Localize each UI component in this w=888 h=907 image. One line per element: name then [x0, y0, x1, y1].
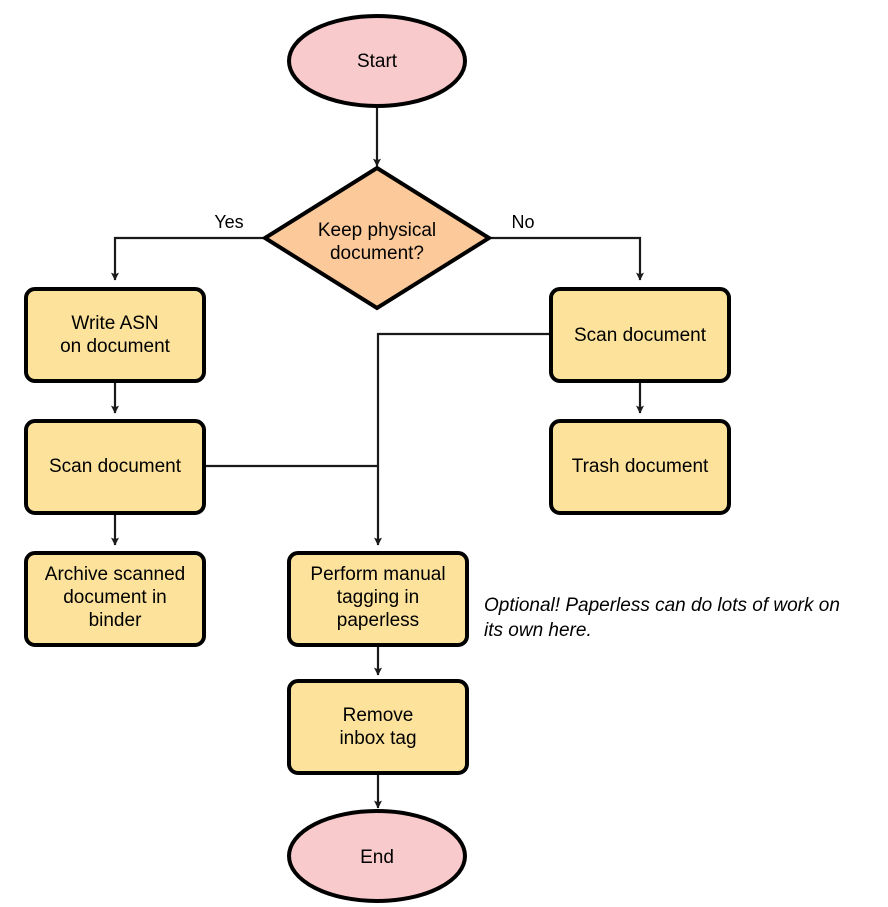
- tagging-box: [287, 551, 469, 647]
- node-scan-document-right[interactable]: Scan document: [549, 287, 731, 383]
- node-write-asn-on-document[interactable]: Write ASN on document: [24, 287, 206, 383]
- decision-label-line1: Keep physical: [318, 220, 436, 241]
- decision-diamond: [261, 165, 493, 311]
- archive-label-line2: document in: [63, 587, 167, 608]
- tagging-label-line2: tagging in: [337, 587, 419, 608]
- scan-document-right-label: Scan document: [574, 325, 707, 346]
- edge-labels-layer: Yes No: [214, 212, 534, 232]
- end-ellipse: [287, 809, 467, 903]
- node-end[interactable]: End: [287, 809, 467, 903]
- annotation-line2: its own here.: [484, 620, 592, 641]
- write-asn-label-line1: Write ASN: [71, 313, 158, 334]
- remove-inbox-label-line1: Remove: [343, 705, 414, 726]
- edge-decision-yes-to-write-asn: [111, 236, 265, 281]
- node-start[interactable]: Start: [287, 14, 467, 108]
- annotation-optional-note: Optional! Paperless can do lots of work …: [484, 595, 840, 641]
- trash-document-box: [549, 419, 731, 515]
- node-scan-document-left[interactable]: Scan document: [24, 419, 206, 515]
- edge-label-no: No: [511, 212, 534, 232]
- write-asn-label-line2: on document: [60, 336, 171, 357]
- node-remove-inbox-tag[interactable]: Remove inbox tag: [287, 679, 469, 775]
- node-perform-manual-tagging[interactable]: Perform manual tagging in paperless: [287, 551, 469, 647]
- tagging-label-line3: paperless: [337, 610, 419, 631]
- archive-label-line1: Archive scanned: [45, 564, 185, 585]
- node-trash-document[interactable]: Trash document: [549, 419, 731, 515]
- archive-box: [24, 551, 206, 647]
- remove-inbox-box: [287, 679, 469, 775]
- start-label: Start: [357, 51, 398, 72]
- edges-layer: [111, 104, 644, 809]
- node-archive-scanned-document[interactable]: Archive scanned document in binder: [24, 551, 206, 647]
- tagging-label-line1: Perform manual: [310, 564, 445, 585]
- edge-scan-right-to-tagging: [374, 332, 551, 546]
- edge-label-yes: Yes: [214, 212, 243, 232]
- remove-inbox-label-line2: inbox tag: [339, 728, 416, 749]
- decision-label-line2: document?: [330, 243, 424, 264]
- scan-document-left-label: Scan document: [49, 456, 182, 477]
- edge-decision-no-to-scan-right: [489, 236, 644, 281]
- annotation-line1: Optional! Paperless can do lots of work …: [484, 595, 840, 616]
- node-decision-keep-physical-document[interactable]: Keep physical document?: [261, 165, 493, 311]
- scan-document-right-box: [549, 287, 731, 383]
- scan-document-left-box: [24, 419, 206, 515]
- write-asn-box: [24, 287, 206, 383]
- end-label: End: [360, 847, 394, 868]
- archive-label-line3: binder: [89, 610, 142, 631]
- trash-document-label: Trash document: [572, 456, 709, 477]
- start-ellipse: [287, 14, 467, 108]
